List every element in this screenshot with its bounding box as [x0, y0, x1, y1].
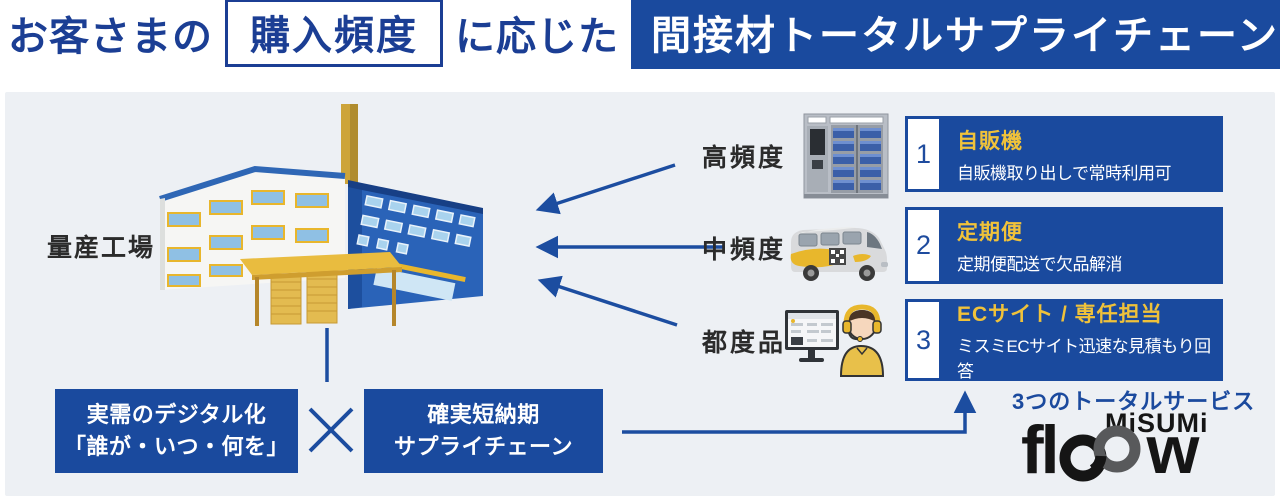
- service-number-badge: 1: [908, 119, 939, 189]
- multiply-icon: [308, 407, 354, 453]
- service-box-ec-site: 3 ECサイト / 専任担当 ミスミECサイト迅速な見積もり回答: [905, 299, 1223, 381]
- floow-logo-w: w: [1146, 412, 1200, 488]
- connector-arrows: [308, 163, 977, 453]
- floow-logo-rings-icon: [1059, 425, 1141, 482]
- floow-logo: fl w: [1021, 412, 1200, 488]
- title-highlight-box: 購入頻度: [225, 0, 443, 67]
- factory-illustration: [159, 104, 483, 326]
- service-number: 3: [915, 324, 932, 355]
- label-mid-frequency: 中頻度: [702, 236, 787, 264]
- label-high-frequency: 高頻度: [702, 144, 787, 172]
- service-description: 定期便配送で欠品解消: [957, 255, 1123, 274]
- formula-right-line1: 確実短納期: [427, 402, 540, 428]
- title-middle: に応じた: [455, 15, 619, 59]
- factory-label: 量産工場: [47, 234, 156, 262]
- service-box-vending: 1 自販機 自販機取り出しで常時利用可: [905, 116, 1223, 192]
- formula-box-digital-demand: 実需のデジタル化 「誰が・いつ・何を」: [55, 389, 298, 473]
- arrow-on-demand: [537, 275, 678, 327]
- title-prefix: お客さまの: [8, 15, 213, 59]
- service-title: 定期便: [957, 221, 1023, 244]
- title-banner: 間接材トータルサプライチェーン: [631, 0, 1280, 69]
- service-description: 自販機取り出しで常時利用可: [957, 163, 1172, 183]
- arrow-to-services: [622, 390, 977, 434]
- vending-machine-icon: [803, 113, 889, 199]
- support-agent-icon: [785, 304, 885, 377]
- label-on-demand: 都度品: [702, 329, 787, 357]
- service-description: ミスミECサイト迅速な見積もり回答: [957, 337, 1211, 381]
- service-number: 2: [915, 230, 932, 260]
- title-bar: お客さまの 購入頻度 に応じた 間接材トータルサプライチェーン: [8, 0, 1280, 69]
- service-title: ECサイト / 専任担当: [957, 303, 1163, 326]
- formula-box-supply-chain: 確実短納期 サプライチェーン: [364, 389, 603, 473]
- delivery-van-icon: [790, 227, 888, 281]
- formula-left-line1: 実需のデジタル化: [86, 402, 267, 428]
- arrow-high-frequency: [535, 163, 676, 215]
- service-number-badge: 3: [908, 302, 939, 378]
- service-number: 1: [915, 138, 932, 169]
- service-number-badge: 2: [908, 210, 939, 281]
- service-box-regular-delivery: 2 定期便 定期便配送で欠品解消: [905, 207, 1223, 284]
- service-title: 自販機: [957, 129, 1023, 153]
- floow-logo-fl: fl: [1021, 412, 1060, 488]
- formula-left-line2: 「誰が・いつ・何を」: [63, 434, 289, 459]
- formula-right-line2: サプライチェーン: [394, 434, 573, 459]
- services-count-label: 3つのトータルサービス: [1012, 389, 1256, 414]
- diagram-panel: 量産工場: [5, 92, 1275, 496]
